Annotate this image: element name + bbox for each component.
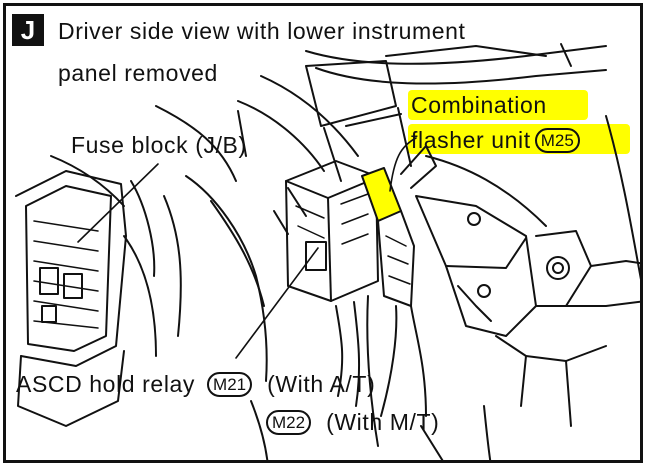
highlight-flasher (408, 124, 630, 154)
figure-title-line2: panel removed (58, 60, 218, 86)
ascd-note-mt: (With M/T) (326, 409, 440, 435)
ascd-mt-label: M22 (With M/T) (262, 410, 439, 435)
figure-title-line1: Driver side view with lower instrument (58, 18, 466, 44)
ascd-relay-text: ASCD hold relay (16, 371, 196, 397)
diagram-frame: J Driver side view with lower instrument… (3, 3, 643, 463)
connector-m25-badge: M25 (534, 128, 580, 153)
combination-label-line1: Combination (411, 92, 547, 118)
fuse-block-label: Fuse block (J/B) (71, 132, 247, 158)
flasher-unit-text: flasher unit (411, 127, 531, 153)
figure-badge: J (12, 14, 44, 46)
leader-flasher (389, 137, 417, 192)
leader-fuse-block (77, 163, 159, 243)
ascd-relay-label: ASCD hold relay M21 (With A/T) (16, 372, 375, 397)
connector-m22-badge: M22 (266, 410, 312, 435)
ascd-note-at: (With A/T) (267, 371, 376, 397)
leader-ascd-relay (235, 247, 319, 359)
dashboard-illustration (15, 43, 640, 460)
highlight-combination (408, 90, 588, 120)
connector-m21-badge: M21 (207, 372, 253, 397)
